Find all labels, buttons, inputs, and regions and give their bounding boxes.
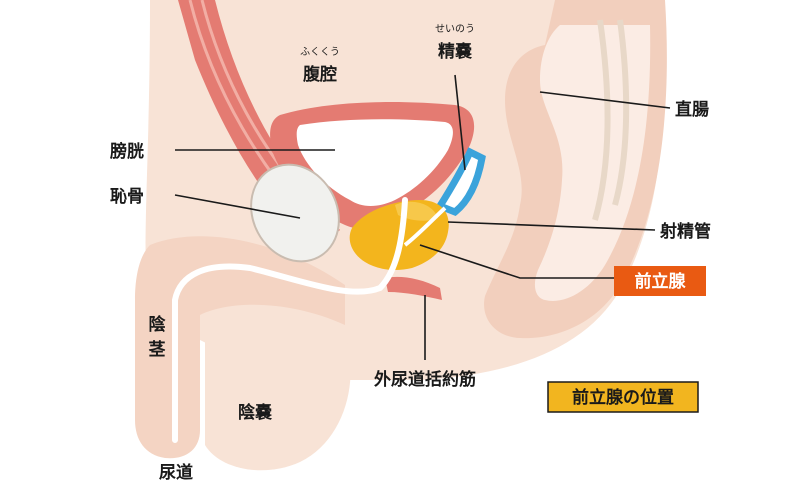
label-chokuchou: 直腸 (675, 99, 709, 120)
label-seinou: 精嚢 (438, 41, 473, 62)
label-boukou: 膀胱 (110, 141, 144, 162)
label-zenritsusen: 前立腺 (635, 271, 687, 292)
urethral-sphincter (385, 276, 442, 300)
leader-chikotsu (174, 194, 301, 219)
label-chikotsu: 恥骨 (110, 187, 144, 207)
leader-chokuchou (539, 91, 671, 109)
label-fukukou: 腹腔 (303, 64, 337, 85)
leader-shaseikan (447, 221, 656, 231)
zenritsusen-badge (614, 266, 706, 296)
label-gaikatsuyakukin: 外尿道括約筋 (374, 369, 476, 390)
rectum (484, 0, 667, 339)
scrotum-skin (205, 315, 351, 471)
label-inkei-1: 陰 (149, 314, 167, 335)
label-shaseikan: 射精管 (659, 221, 711, 242)
label-seinou-ruby: せいのう (435, 23, 475, 35)
rectum-folds (592, 19, 630, 221)
labels: ふくくう 腹腔 せいのう 精嚢 直腸 膀胱 恥骨 射精管 前立腺 陰 茎 外尿道… (110, 23, 711, 483)
label-nyoudou: 尿道 (159, 462, 193, 483)
leader-seinou (454, 74, 466, 171)
urethra (172, 197, 408, 443)
label-inkei-2: 茎 (149, 340, 166, 360)
penis-skin (135, 236, 345, 459)
label-fukukou-ruby: ふくくう (300, 46, 340, 58)
seminal-vesicle (434, 147, 486, 217)
ejaculatory-duct (403, 206, 447, 247)
pubic-bone (250, 163, 340, 263)
position-title-box (547, 381, 699, 413)
label-position-title: 前立腺の位置 (572, 387, 674, 408)
leader-zenritsusen (419, 244, 620, 279)
bladder-lumen (296, 119, 453, 206)
rectum-lumen (534, 25, 651, 301)
label-innou: 陰嚢 (238, 402, 273, 423)
leader-lines (174, 74, 671, 360)
